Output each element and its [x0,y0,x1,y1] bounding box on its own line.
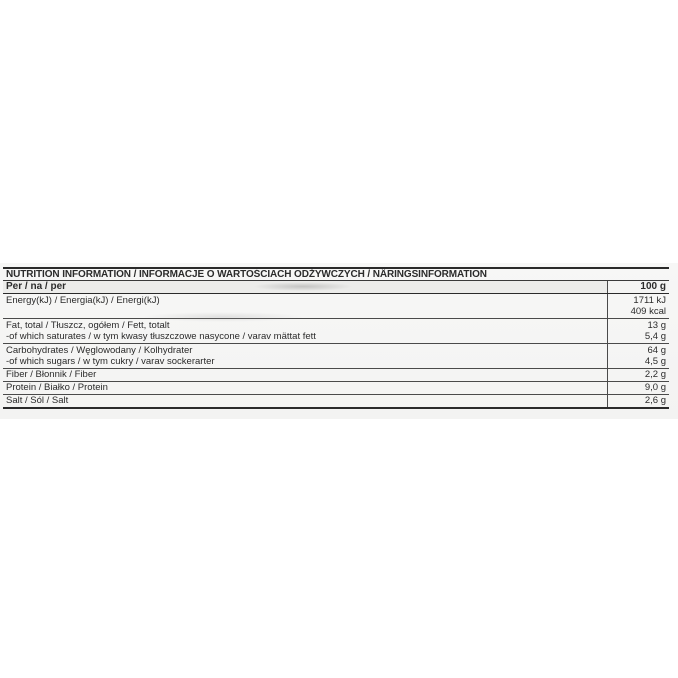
nutrient-name-line: Fiber / Błonnik / Fiber [6,369,97,380]
nutrient-row-fat: Fat, total / Tłuszcz, ogółem / Fett, tot… [3,319,669,344]
nutrient-value-line: 13 g [647,320,667,331]
nutrient-value-line: 4,5 g [644,356,666,367]
nutrient-name: Salt / Sól / Salt [3,395,607,407]
nutrition-heading: NUTRITION INFORMATION / INFORMACJE O WAR… [3,269,669,281]
nutrient-value-line: 9,0 g [644,382,666,393]
nutrient-value: 1711 kJ 409 kcal [607,294,669,318]
nutrient-row-energy: Energy(kJ) / Energia(kJ) / Energi(kJ) 17… [3,294,669,322]
nutrient-row-carbohydrates: Carbohydrates / Węglowodany / Kolhydrate… [3,344,669,369]
nutrient-name-line: Fat, total / Tłuszcz, ogółem / Fett, tot… [6,320,170,331]
nutrient-value: 9,0 g [607,382,669,394]
nutrient-name-line: Carbohydrates / Węglowodany / Kolhydrate… [6,345,193,356]
nutrient-value: 2,6 g [607,395,669,407]
per-label: Per / na / per [6,281,67,292]
nutrient-value: 64 g 4,5 g [607,344,669,368]
nutrient-name: Fat, total / Tłuszcz, ogółem / Fett, tot… [3,319,607,343]
nutrient-row-fiber: Fiber / Błonnik / Fiber 2,2 g [3,369,669,382]
nutrient-name: Energy(kJ) / Energia(kJ) / Energi(kJ) [3,294,607,318]
nutrient-value-line: 64 g [647,345,667,356]
per-row: Per / na / per 100 g [3,281,669,294]
nutrition-label: NUTRITION INFORMATION / INFORMACJE O WAR… [0,263,678,419]
nutrient-name-line: Energy(kJ) / Energia(kJ) / Energi(kJ) [6,295,160,306]
nutrient-name-line: -of which saturates / w tym kwasy tłuszc… [6,331,316,342]
nutrient-value: 2,2 g [607,369,669,381]
print-smudge [143,312,303,322]
nutrient-value-line: 409 kcal [630,306,666,317]
nutrient-value-line: 2,2 g [644,369,666,380]
nutrient-row-protein: Protein / Białko / Protein 9,0 g [3,382,669,395]
nutrient-value-line: 1711 kJ [633,295,666,306]
nutrient-name-line: Salt / Sól / Salt [6,395,69,406]
print-smudge [253,282,353,291]
nutrient-name: Protein / Białko / Protein [3,382,607,394]
nutrient-name: Fiber / Błonnik / Fiber [3,369,607,381]
nutrient-name-line: -of which sugars / w tym cukry / varav s… [6,356,215,367]
nutrient-name-line: Protein / Białko / Protein [6,382,108,393]
nutrient-row-salt: Salt / Sól / Salt 2,6 g [3,395,669,407]
nutrient-value-line: 2,6 g [644,395,666,406]
nutrient-value: 13 g 5,4 g [607,319,669,343]
nutrient-value-line: 5,4 g [644,331,666,342]
nutrition-table: NUTRITION INFORMATION / INFORMACJE O WAR… [3,267,669,409]
per-value: 100 g [607,281,669,293]
nutrient-name: Carbohydrates / Węglowodany / Kolhydrate… [3,344,607,368]
